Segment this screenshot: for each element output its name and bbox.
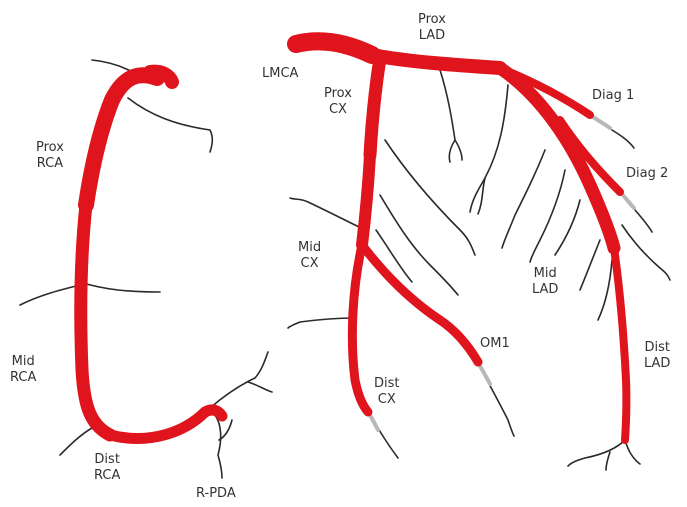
rca-trunk-proximal	[86, 75, 157, 205]
cx-branch-lowleft	[288, 318, 355, 328]
diag1-tail	[612, 130, 634, 148]
label-mid-lad: Mid LAD	[532, 266, 558, 298]
label-prox-rca: Prox RCA	[36, 140, 64, 172]
lca-side-branches	[288, 70, 670, 470]
dist-lad-vessel	[614, 248, 626, 440]
label-lmca: LMCA	[262, 66, 298, 82]
label-dist-rca: Dist RCA	[94, 452, 120, 484]
label-mid-rca: Mid RCA	[10, 354, 36, 386]
om1-vessel	[362, 245, 478, 362]
prox-lad-vessel	[372, 55, 500, 68]
dist-lad-tail-c	[606, 452, 610, 470]
rca-branch-mid-left	[20, 285, 80, 305]
rca-branch-top-right	[128, 98, 212, 152]
lad-septal-3	[502, 150, 545, 248]
om1-tail	[488, 382, 514, 436]
rca-branch-mid-right	[80, 282, 160, 292]
prox-cx-vessel	[370, 58, 380, 155]
dist-cx-vessel	[352, 245, 368, 412]
rca-branch-pda	[215, 415, 222, 478]
rca-trunk-distal	[110, 410, 222, 439]
lad-septal-2	[470, 85, 508, 212]
label-mid-cx: Mid CX	[298, 240, 321, 272]
label-prox-cx: Prox CX	[324, 86, 352, 118]
cx-branch-left	[290, 198, 365, 230]
rca-main-vessel	[81, 72, 222, 439]
label-diag-1: Diag 1	[592, 88, 634, 104]
mid-cx-vessel	[362, 155, 370, 245]
rca-branch-pl2	[248, 382, 272, 392]
lad-septal-5	[555, 200, 580, 255]
label-prox-lad: Prox LAD	[418, 12, 446, 44]
lad-septal-1	[440, 70, 455, 162]
dist-lad-tail	[568, 440, 625, 466]
label-diag-2: Diag 2	[626, 166, 668, 182]
lad-septal-1-fork	[455, 140, 462, 160]
lad-branch-low	[598, 260, 612, 320]
diag2-tail-b	[622, 225, 670, 280]
label-om1: OM1	[480, 336, 510, 352]
lad-septal-6	[580, 240, 600, 290]
rca-side-branches	[20, 60, 272, 478]
dist-lad-tail-b	[625, 440, 640, 464]
label-r-pda: R-PDA	[196, 486, 236, 502]
diag2-tail	[635, 210, 652, 232]
label-dist-lad: Dist LAD	[644, 340, 670, 372]
dist-cx-tail	[378, 428, 398, 458]
rca-branch-pl	[210, 352, 268, 408]
rca-tree	[20, 60, 272, 478]
rca-branch-low-left	[60, 428, 92, 455]
lmca-vessel	[296, 41, 372, 55]
rca-trunk-mid	[81, 205, 110, 435]
label-dist-cx: Dist CX	[374, 376, 400, 408]
